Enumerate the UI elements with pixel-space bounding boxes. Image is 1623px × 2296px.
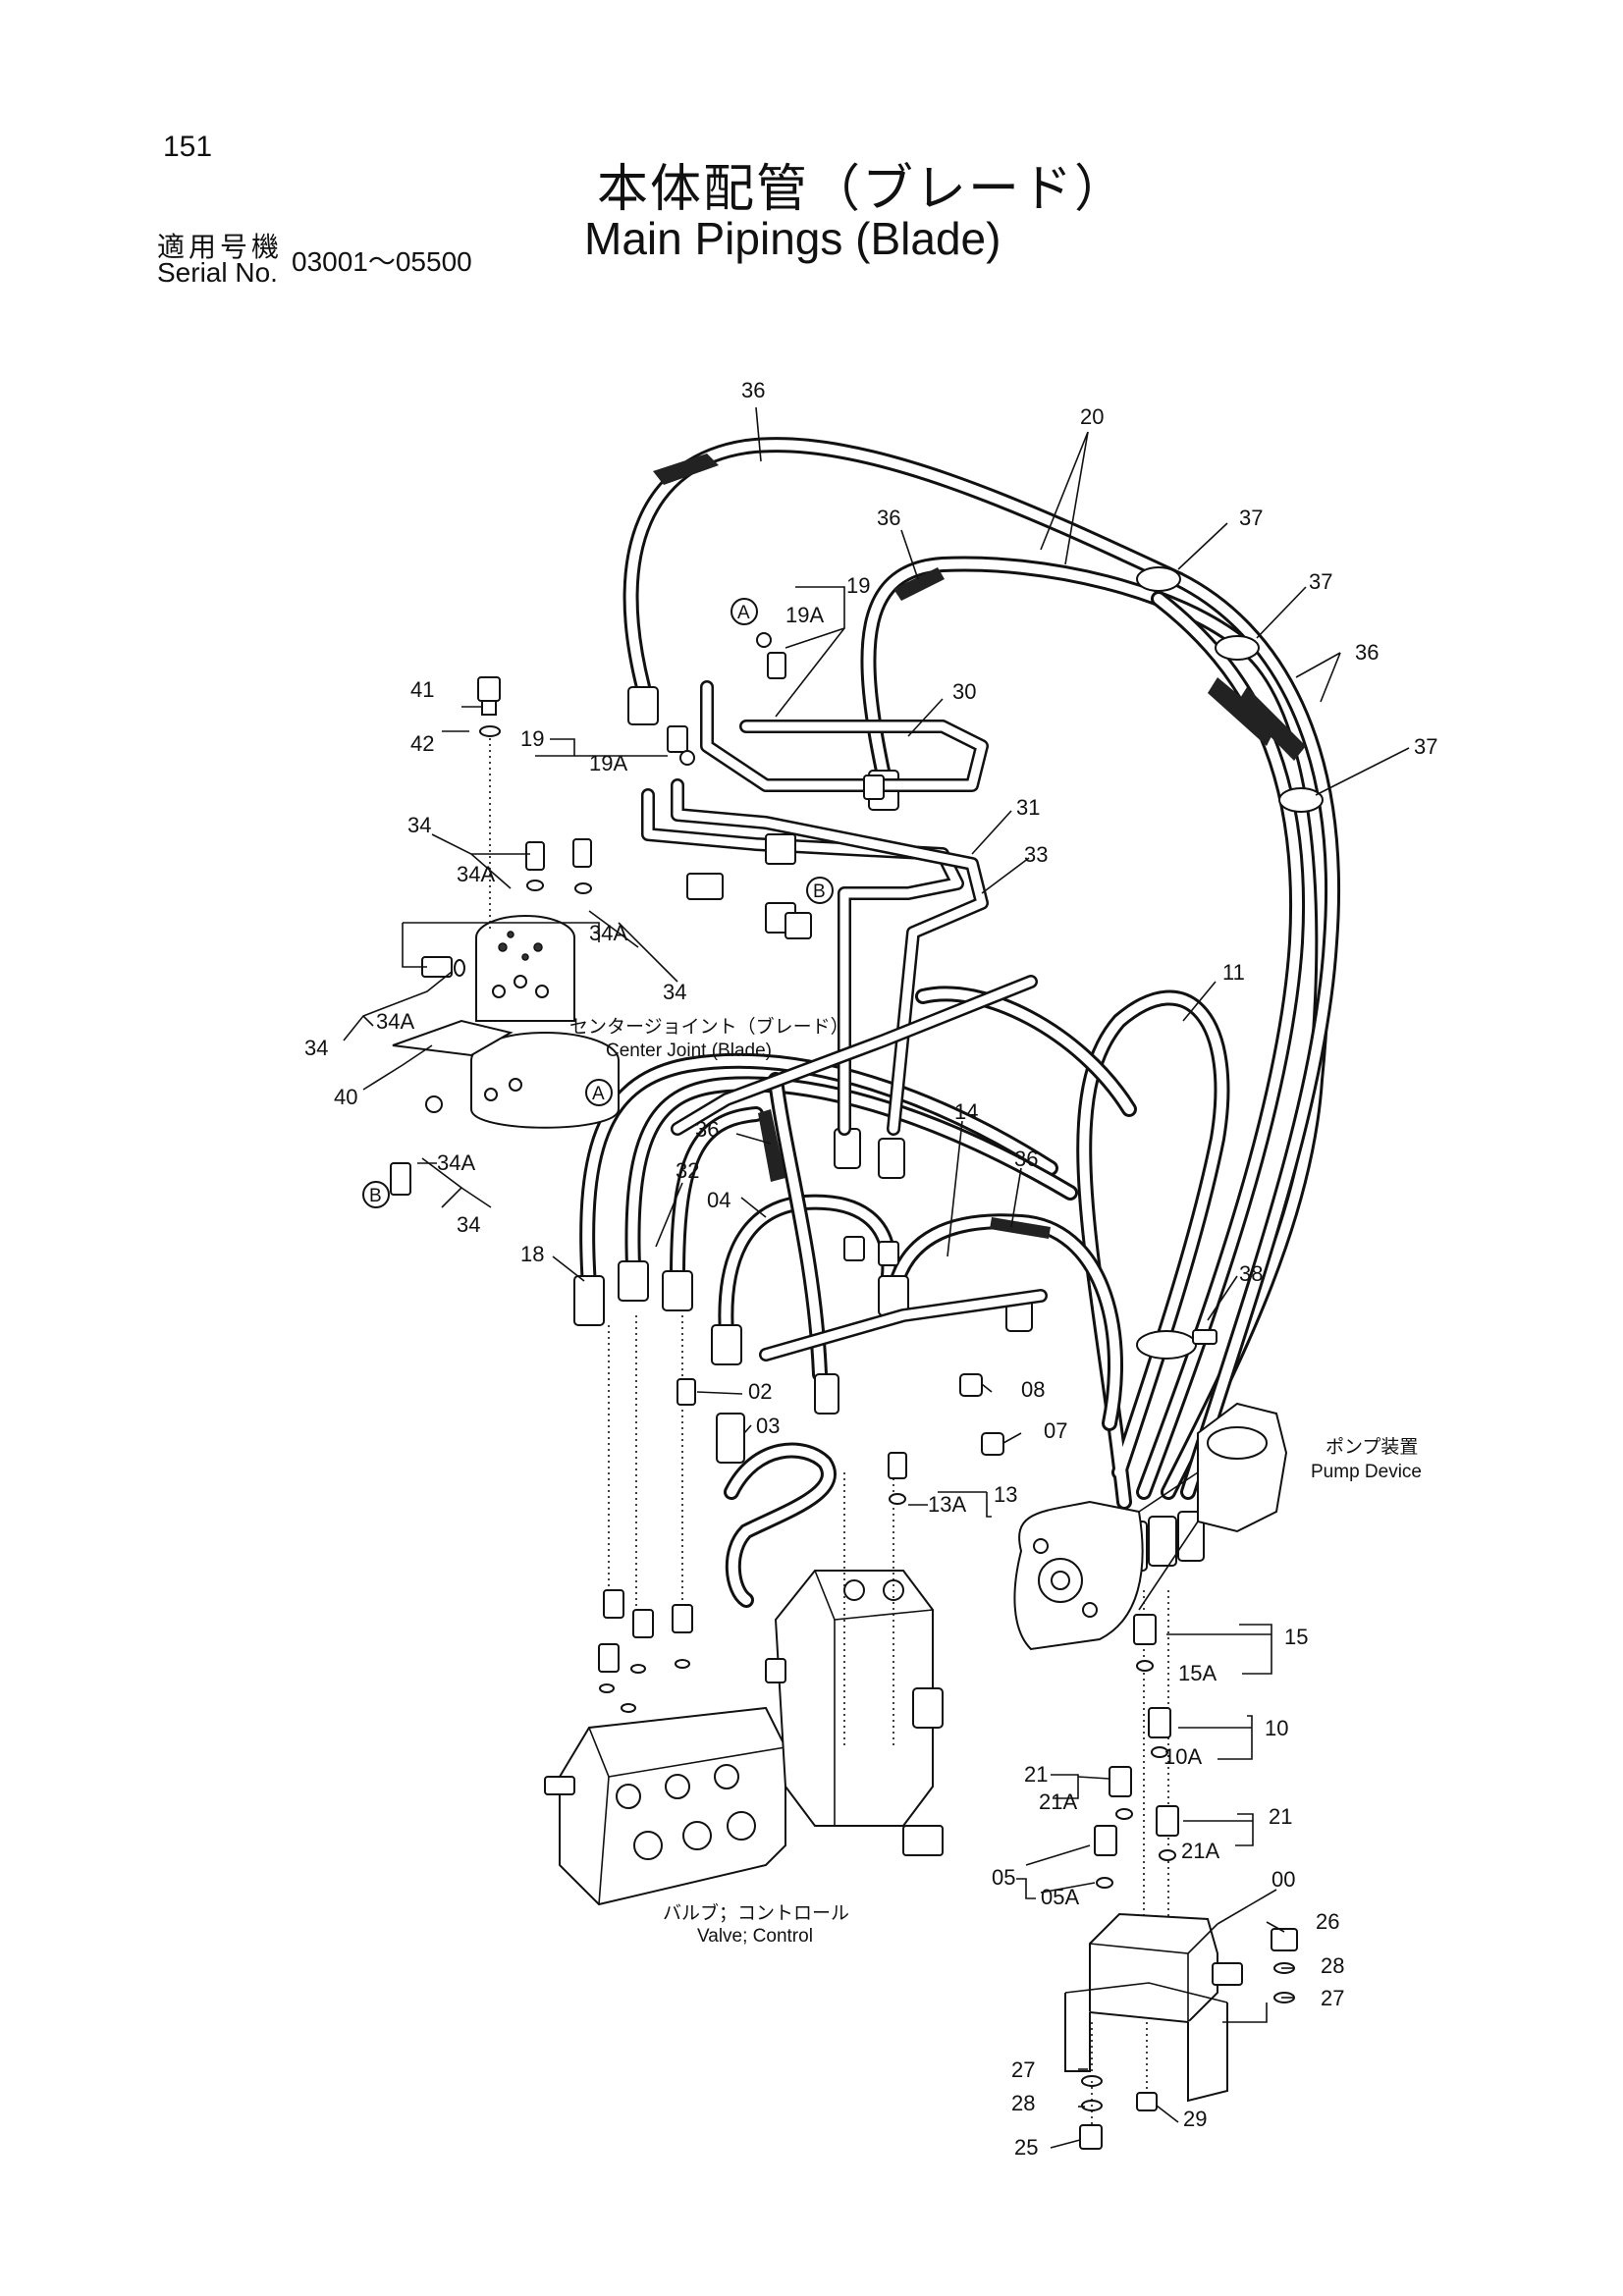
pump-device [1013, 1402, 1288, 1651]
callout-28: 28 [1321, 1953, 1344, 1978]
callout-34a: 34A [376, 1009, 414, 1034]
callout-25: 25 [1014, 2135, 1038, 2160]
callout-11: 11 [1222, 960, 1245, 985]
serial-label-english: Serial No. [157, 257, 278, 288]
callout-37: 37 [1239, 506, 1263, 530]
callout-34: 34 [407, 813, 431, 837]
callout-05a: 05A [1041, 1885, 1079, 1909]
callout-20: 20 [1080, 404, 1104, 429]
callout-02: 02 [748, 1379, 772, 1404]
callout-32: 32 [676, 1158, 699, 1183]
callout-03: 03 [756, 1414, 780, 1438]
ref-letter-b: B [369, 1186, 382, 1206]
callout-21a: 21A [1039, 1789, 1077, 1814]
callout-27: 27 [1011, 2057, 1035, 2082]
callout-00: 00 [1271, 1867, 1295, 1892]
callout-42: 42 [410, 731, 434, 756]
callout-07: 07 [1044, 1418, 1067, 1443]
callout-37: 37 [1414, 734, 1437, 759]
callout-36: 36 [877, 506, 900, 530]
leader-lines [343, 406, 1410, 2149]
callout-08: 08 [1021, 1377, 1045, 1402]
callout-34a: 34A [437, 1150, 475, 1175]
callout-36: 36 [741, 378, 765, 402]
callout-labels: 36 20 36 37 37 36 37 A 19 19A 30 41 42 1… [304, 378, 1437, 2160]
callout-26: 26 [1316, 1909, 1339, 1934]
callout-13a: 13A [928, 1492, 966, 1517]
ref-letter-b: B [813, 881, 826, 902]
callout-21: 21 [1269, 1804, 1292, 1829]
title-japanese: 本体配管（ブレード） [597, 160, 1128, 219]
ref-letter-a: A [592, 1084, 605, 1104]
serial-range: 03001～05500 [292, 246, 472, 277]
hoses [579, 437, 1341, 1608]
hose-clamps [1136, 566, 1324, 1360]
callout-10a: 10A [1163, 1744, 1202, 1769]
callout-34a: 34A [589, 921, 627, 945]
callout-28: 28 [1011, 2091, 1035, 2115]
pump-label-en: Pump Device [1311, 1462, 1422, 1482]
pump-fittings [1094, 1590, 1179, 1973]
callout-36: 36 [695, 1117, 719, 1142]
callout-30: 30 [952, 679, 976, 704]
callout-37: 37 [1309, 569, 1332, 594]
valve-label-ja: バルブ；コントロール [663, 1901, 849, 1924]
callout-29: 29 [1183, 2107, 1207, 2131]
callout-38: 38 [1239, 1261, 1263, 1286]
valve-fittings [598, 1315, 894, 1747]
callout-19a: 19A [785, 603, 824, 627]
pipe-fittings [686, 774, 885, 939]
pump-label-ja: ポンプ装置 [1325, 1436, 1418, 1458]
valve-label-en: Valve; Control [697, 1926, 813, 1947]
callout-40: 40 [334, 1085, 357, 1109]
callout-15: 15 [1284, 1625, 1308, 1649]
callout-34: 34 [663, 980, 686, 1004]
page-number: 151 [163, 131, 213, 163]
callout-41: 41 [410, 677, 434, 702]
callout-36: 36 [1355, 640, 1379, 665]
callout-21: 21 [1024, 1762, 1048, 1787]
hose-guards [653, 454, 1306, 1239]
callout-15a: 15A [1178, 1661, 1217, 1685]
fittings-19 [667, 632, 786, 766]
ref-letter-a: A [737, 603, 750, 623]
serial-label-japanese: 適用号機 [157, 231, 284, 263]
callout-33: 33 [1024, 842, 1048, 867]
callout-19: 19 [520, 726, 544, 751]
callout-34a: 34A [457, 862, 495, 886]
callout-04: 04 [707, 1188, 730, 1212]
callout-18: 18 [520, 1242, 544, 1266]
callout-19a: 19A [589, 751, 627, 775]
title-english: Main Pipings (Blade) [584, 213, 1001, 264]
callout-34: 34 [457, 1212, 480, 1237]
reference-circles [362, 598, 834, 1208]
callout-19: 19 [846, 573, 870, 598]
callout-13: 13 [994, 1482, 1017, 1507]
callout-27: 27 [1321, 1986, 1344, 2010]
callout-14: 14 [954, 1099, 978, 1124]
callout-10: 10 [1265, 1716, 1288, 1740]
center-joint-label-ja: センタージョイント（ブレード） [569, 1015, 849, 1038]
callout-31: 31 [1016, 795, 1040, 820]
callout-21a: 21A [1181, 1839, 1219, 1863]
callout-34: 34 [304, 1036, 328, 1060]
assembly-labels: センタージョイント（ブレード） Center Joint (Blade) バルブ… [569, 1015, 1422, 1947]
center-joint [392, 915, 620, 1129]
callout-36: 36 [1014, 1147, 1038, 1171]
block-assembly [1064, 1912, 1298, 2150]
rigid-pipes [641, 680, 1048, 1362]
center-joint-label-en: Center Joint (Blade) [606, 1041, 772, 1061]
callout-05: 05 [992, 1865, 1015, 1890]
control-valves [544, 1570, 944, 1906]
center-joint-fittings [390, 676, 600, 1196]
